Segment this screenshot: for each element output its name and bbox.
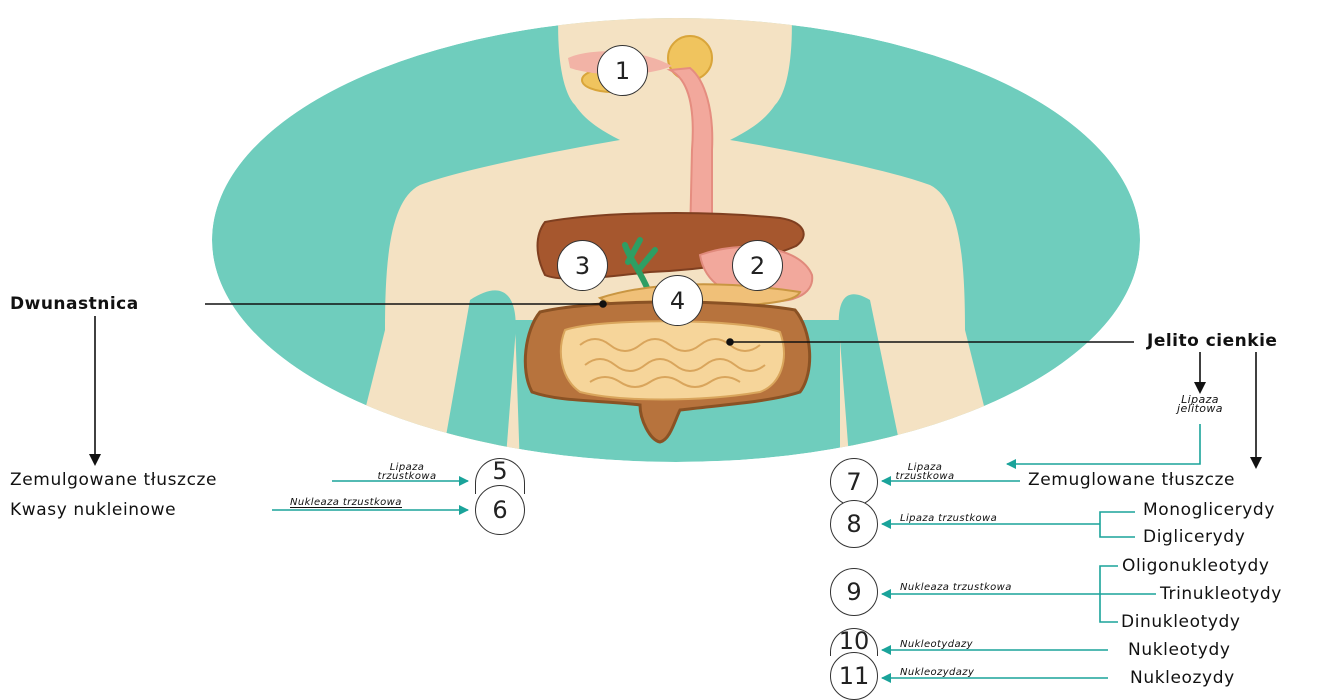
marker-6: 6 [475,485,525,535]
right-enzyme-nucleosidases: Nukleozydazy [900,668,974,677]
product-trinucleotides: Trinukleotydy [1160,584,1282,604]
product-oligonucleotides: Oligonukleotydy [1122,556,1270,576]
right-enzyme-lipase-7: Lipaza trzustkowa [885,463,965,481]
intestinal-lipase-line2: jelitowa [1160,404,1240,413]
right-enzyme-nucleotidases: Nukleotydazy [900,640,973,649]
marker-2: 2 [732,240,783,291]
right-enzyme-lipase-8: Lipaza trzustkowa [900,514,997,523]
left-enzyme-nuclease: Nukleaza trzustkowa [290,498,402,508]
product-diglycerides: Diglicerydy [1143,527,1245,547]
marker-1: 1 [597,45,648,96]
marker-11: 11 [830,652,878,700]
marker-8: 8 [830,500,878,548]
right-enzyme-lipase-7-line2: trzustkowa [885,472,965,481]
left-substrate-fats: Zemulgowane tłuszcze [10,470,217,490]
small-intestine-label: Jelito cienkie [1147,331,1277,351]
marker-9: 9 [830,568,878,616]
substrate-nucleotides: Nukleotydy [1128,640,1231,660]
marker-4: 4 [652,275,703,326]
duodenum-label: Dwunastnica [10,294,139,314]
left-enzyme-lipase-line2: trzustkowa [362,472,452,481]
product-monoglycerides: Monoglicerydy [1143,500,1275,520]
left-substrate-nucleic-acids: Kwasy nukleinowe [10,500,176,520]
right-enzyme-nuclease-9: Nukleaza trzustkowa [900,583,1012,592]
product-dinucleotides: Dinukleotydy [1121,612,1241,632]
right-substrate-fats: Zemuglowane tłuszcze [1028,470,1235,490]
marker-7: 7 [830,458,878,506]
marker-3: 3 [557,240,608,291]
left-enzyme-lipase: Lipaza trzustkowa [362,463,452,481]
intestinal-lipase-label: Lipaza jelitowa [1160,395,1240,413]
substrate-nucleosides: Nukleozydy [1130,668,1235,688]
